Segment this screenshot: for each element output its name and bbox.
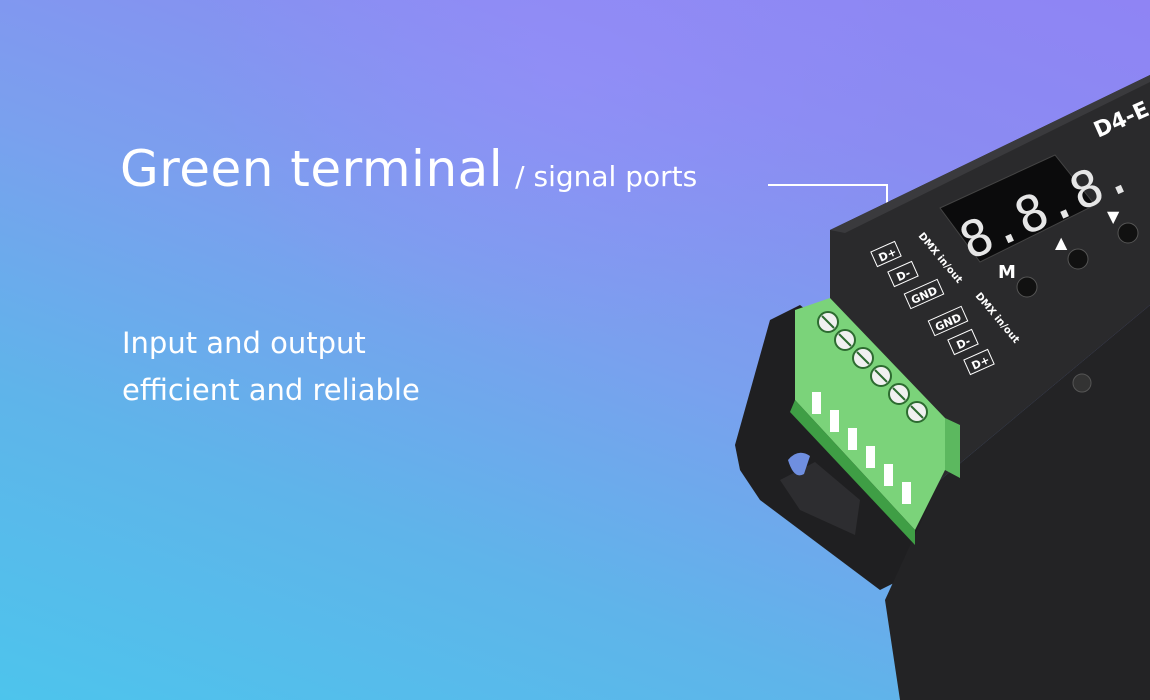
terminal-wire-slots <box>812 392 911 504</box>
headline-sub: / signal ports <box>515 160 698 193</box>
button-label-down: ▼ <box>1107 207 1120 226</box>
button-label-m: M <box>998 262 1016 283</box>
port-label-top-2: D- <box>895 267 913 285</box>
led-display <box>939 154 1096 263</box>
button-m <box>1016 276 1038 298</box>
button-down <box>1117 222 1139 244</box>
description-line-2: efficient and reliable <box>122 373 420 407</box>
green-terminal-block <box>795 298 945 530</box>
housing-side <box>885 305 1150 700</box>
button-label-up: ▲ <box>1055 233 1068 252</box>
button-up <box>1067 248 1089 270</box>
housing-screw <box>1072 373 1092 393</box>
headline-main: Green terminal <box>120 140 504 198</box>
feature-description: Input and output efficient and reliable <box>122 320 420 414</box>
port-label-bottom-2: D- <box>955 335 973 353</box>
headline: Green terminal / signal ports <box>120 140 697 198</box>
description-line-1: Input and output <box>122 326 366 360</box>
